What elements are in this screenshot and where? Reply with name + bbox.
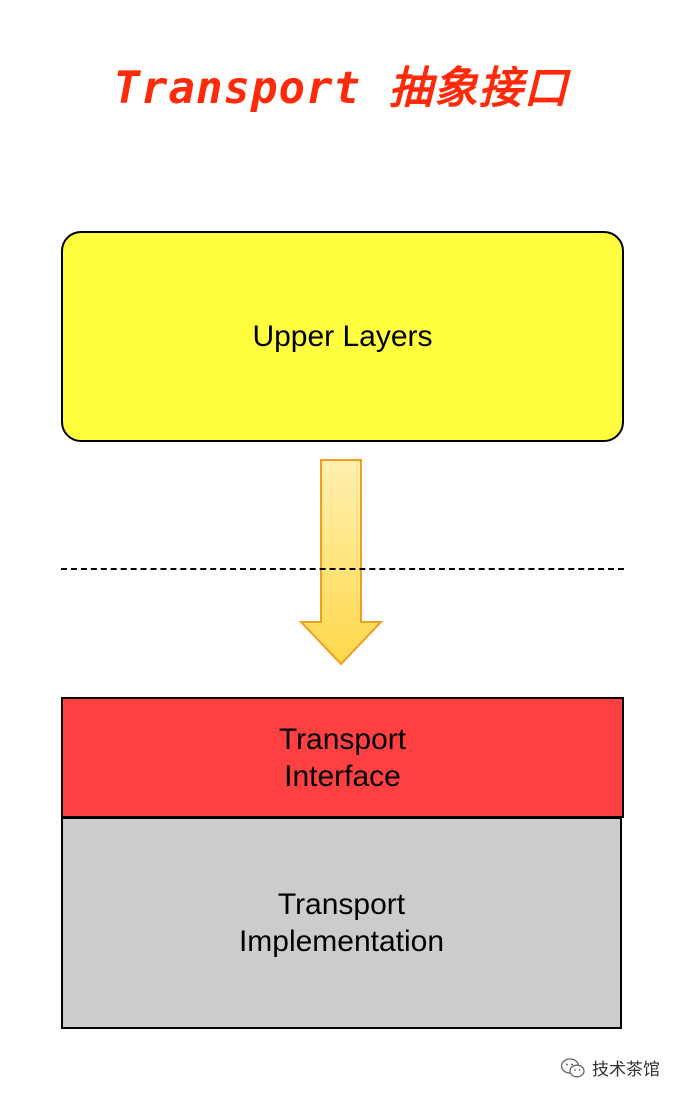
diagram-title: Transport 抽象接口	[113, 63, 569, 114]
watermark: 技术茶馆	[560, 1055, 660, 1080]
watermark-text: 技术茶馆	[592, 1060, 660, 1079]
transport-implementation-box: Transport Implementation	[61, 817, 622, 1029]
wechat-icon	[560, 1057, 585, 1077]
upper-layers-box: Upper Layers	[61, 231, 624, 442]
down-arrow-icon	[298, 459, 384, 666]
transport-interface-box: Transport Interface	[61, 697, 624, 818]
abstraction-boundary-line	[61, 568, 624, 570]
transport-implementation-label: Transport Implementation	[238, 888, 445, 958]
upper-layers-label: Upper Layers	[252, 320, 433, 353]
transport-interface-label: Transport Interface	[278, 722, 407, 793]
